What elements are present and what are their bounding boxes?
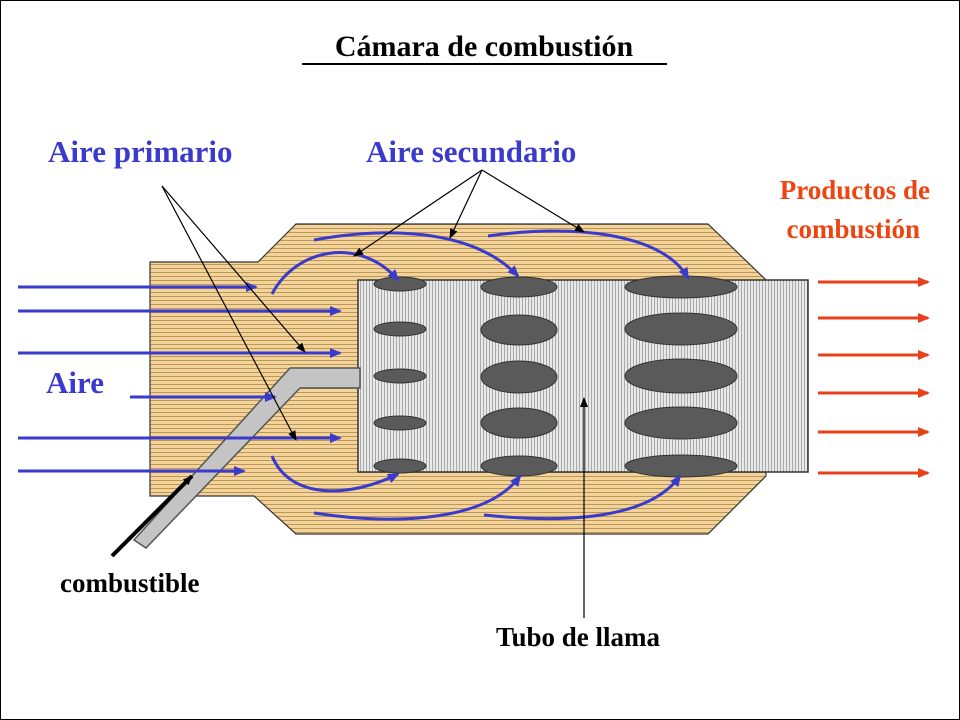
hole — [373, 276, 427, 292]
hole — [373, 458, 427, 474]
fuel-arrow — [110, 474, 194, 558]
secondary-air-label: Aire secundario — [366, 134, 576, 169]
leader-line — [161, 185, 306, 353]
hole — [624, 312, 738, 346]
leader-line — [161, 185, 297, 441]
hole — [480, 407, 558, 439]
hole — [373, 368, 427, 384]
hole — [480, 360, 558, 394]
fuel-label: combustible — [60, 568, 200, 598]
page-title: Cámara de combustión — [335, 30, 634, 63]
flame-tube-label: Tubo de llama — [496, 622, 661, 652]
exhaust-arrows — [818, 277, 930, 478]
products-label-line1: Productos de — [780, 175, 930, 205]
hole — [624, 406, 738, 440]
flow-arrow — [313, 231, 520, 278]
flow-arrow — [270, 455, 400, 493]
primary-air-label: Aire primario — [48, 134, 233, 169]
leader-line — [353, 169, 483, 257]
hole — [480, 314, 558, 346]
primary-air-leaders — [161, 185, 306, 441]
products-label-line2: combustión — [786, 214, 920, 244]
air-label: Aire — [46, 365, 104, 400]
fuel-injector — [132, 367, 361, 549]
flame-tube-holes — [373, 275, 738, 478]
hole — [373, 321, 427, 337]
flow-arrow — [313, 474, 522, 521]
flow-arrow — [270, 251, 400, 295]
flow-arrow — [487, 229, 690, 280]
flow-arrow — [483, 474, 682, 521]
secondary-air-leaders — [353, 169, 585, 257]
hole — [480, 276, 558, 298]
hole — [373, 415, 427, 431]
leader-line — [449, 169, 483, 239]
secondary-air-flow-arrows — [270, 229, 690, 521]
hole — [624, 358, 738, 394]
leader-line — [481, 169, 585, 233]
hole — [624, 454, 738, 478]
hole — [480, 455, 558, 477]
inlet-air-arrows — [18, 282, 342, 476]
hole — [624, 275, 738, 299]
